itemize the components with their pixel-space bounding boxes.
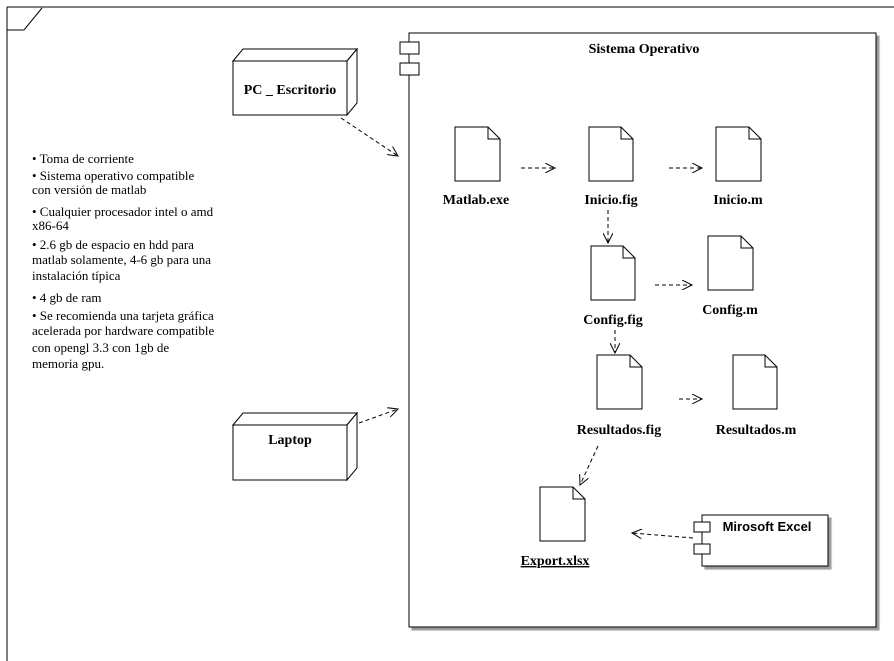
artifact-inicio-m[interactable]: Inicio.m xyxy=(713,126,763,208)
artifact-export-xlsx[interactable]: Export.xlsx xyxy=(521,486,590,569)
note-line: • Sistema operativo compatible xyxy=(32,168,195,183)
node-pc[interactable]: PC _ Escritorio xyxy=(231,47,359,117)
document-icon xyxy=(732,354,778,410)
note-line: matlab solamente, 4-6 gb para una xyxy=(32,252,211,267)
artifact-config-fig[interactable]: Config.fig xyxy=(583,245,643,328)
note-line: con versión de matlab xyxy=(32,182,146,197)
component-port-bottom xyxy=(693,543,711,555)
document-icon xyxy=(539,486,586,542)
note-line: • 4 gb de ram xyxy=(32,290,102,305)
node-pc-label: PC _ Escritorio xyxy=(244,83,337,98)
arrow-laptop-to-system xyxy=(358,409,398,424)
document-icon xyxy=(590,245,636,301)
document-icon xyxy=(596,354,643,410)
system-title: Sistema Operativo xyxy=(589,42,700,57)
note-line: • Se recomienda una tarjeta gráfica xyxy=(32,308,214,323)
requirements-note: • Toma de corriente • Sistema operativo … xyxy=(32,151,214,371)
component-excel[interactable]: Mirosoft Excel xyxy=(693,514,829,567)
artifact-resultados-fig[interactable]: Resultados.fig xyxy=(577,354,661,438)
arrow-pc-to-system xyxy=(340,117,398,156)
diagram-frame xyxy=(6,6,894,661)
document-icon xyxy=(715,126,762,182)
artifact-config-fig-label: Config.fig xyxy=(583,313,643,328)
artifact-export-xlsx-label: Export.xlsx xyxy=(521,554,590,569)
artifact-inicio-m-label: Inicio.m xyxy=(713,193,763,208)
note-line: • 2.6 gb de espacio en hdd para xyxy=(32,237,194,252)
arrow-resultados-fig-to-export xyxy=(580,445,599,485)
document-icon xyxy=(454,126,501,182)
node-laptop-label: Laptop xyxy=(268,433,312,448)
node-laptop[interactable]: Laptop xyxy=(231,411,359,482)
document-icon xyxy=(588,126,634,182)
component-port-top xyxy=(399,41,420,55)
note-line: acelerada por hardware compatible xyxy=(32,323,214,338)
note-line: • Toma de corriente xyxy=(32,151,134,166)
artifact-resultados-m[interactable]: Resultados.m xyxy=(716,354,797,438)
artifact-inicio-fig-label: Inicio.fig xyxy=(584,193,637,208)
document-icon xyxy=(707,235,754,291)
note-line: memoria gpu. xyxy=(32,356,104,371)
component-port-top xyxy=(693,521,711,533)
note-line: instalación típica xyxy=(32,268,121,283)
note-line: • Cualquier procesador intel o amd xyxy=(32,204,214,219)
arrow-excel-to-export xyxy=(632,533,694,538)
component-port-bottom xyxy=(399,62,420,76)
artifact-resultados-m-label: Resultados.m xyxy=(716,423,797,438)
note-line: x86-64 xyxy=(32,218,69,233)
artifact-matlab-exe-label: Matlab.exe xyxy=(443,193,509,208)
artifact-resultados-fig-label: Resultados.fig xyxy=(577,423,661,438)
artifact-matlab-exe[interactable]: Matlab.exe xyxy=(443,126,509,208)
dependencies xyxy=(340,117,702,538)
component-excel-label: Mirosoft Excel xyxy=(723,519,812,534)
artifact-inicio-fig[interactable]: Inicio.fig xyxy=(584,126,638,208)
artifact-config-m[interactable]: Config.m xyxy=(702,235,758,318)
note-line: con opengl 3.3 con 1gb de xyxy=(32,340,169,355)
artifact-config-m-label: Config.m xyxy=(702,303,758,318)
